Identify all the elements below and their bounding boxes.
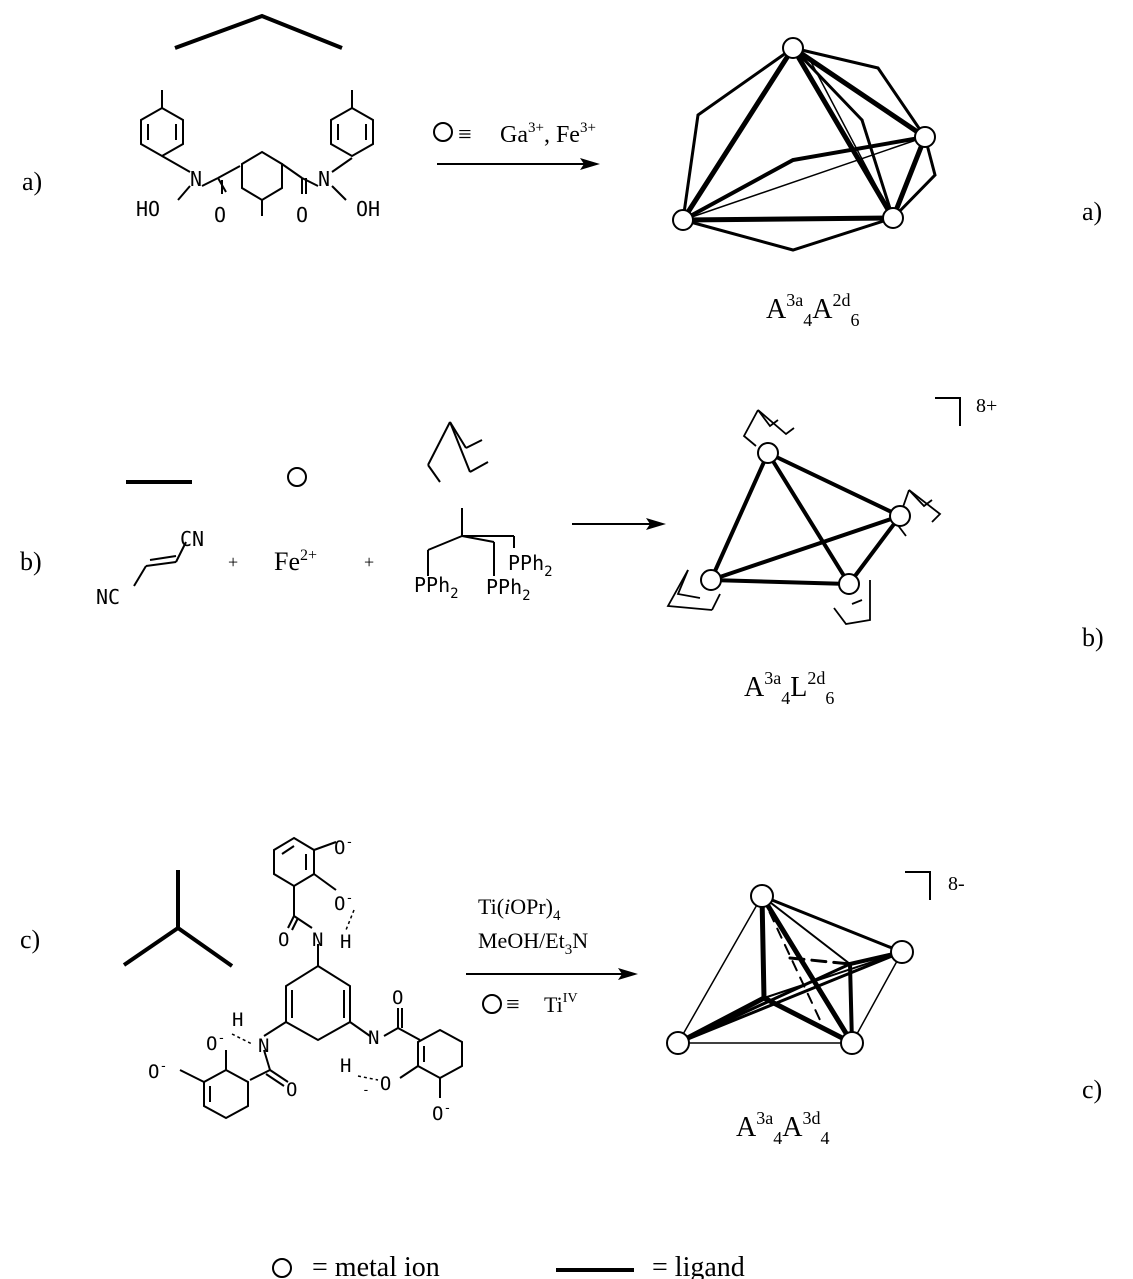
- arrowhead: [618, 968, 638, 980]
- row-c-hbonds: [231, 909, 379, 1081]
- atom-o: O: [214, 203, 226, 227]
- atom-o-minus: O-: [148, 1059, 167, 1083]
- metal-label: TiIV: [544, 991, 578, 1017]
- formula-b: A3a4L2d6: [744, 668, 834, 708]
- row-a-structure-atoms: N HO O O N OH: [136, 167, 380, 227]
- atom-o-minus: O-: [334, 835, 353, 859]
- triphos-structure: [427, 508, 515, 576]
- row-b-label-left: b): [20, 547, 42, 576]
- charge-bracket: [935, 397, 961, 426]
- metal-ion-symbol: [433, 122, 453, 142]
- row-c-ligand-structure: [179, 836, 463, 1120]
- plus-sign: +: [364, 552, 374, 572]
- atom-o: O: [278, 929, 289, 951]
- row-c-atoms: O- O- O N H H O- N O O- O N H -O O-: [148, 835, 451, 1125]
- equiv-symbol: ≡: [458, 122, 472, 148]
- row-c-metal-nodes: [666, 884, 914, 1055]
- atom-pph2: PPh2: [414, 573, 459, 602]
- row-c: c): [20, 835, 1102, 1148]
- atom-h: H: [340, 931, 351, 953]
- atom-ho: HO: [136, 197, 160, 221]
- row-b-tetrahedron: [709, 451, 902, 586]
- atom-n: N: [190, 167, 202, 191]
- metal-ions-label: Ga3+, Fe3+: [500, 120, 596, 148]
- row-b-label-right: b): [1082, 623, 1104, 652]
- atom-h: H: [232, 1009, 243, 1031]
- row-c-label-left: c): [20, 925, 40, 954]
- atom-oh: OH: [356, 197, 380, 221]
- arrowhead: [646, 518, 666, 530]
- atom-o-minus: O-: [206, 1031, 225, 1055]
- atom-pph2: PPh2: [486, 575, 531, 604]
- charge-bracket: [905, 871, 931, 900]
- row-a-metal-nodes: [672, 37, 936, 231]
- fumaronitrile-atoms: CN NC: [96, 527, 204, 609]
- row-c-label-right: c): [1082, 1075, 1102, 1104]
- row-c-ligand-symbol: [122, 870, 234, 968]
- atom-o: O: [392, 987, 403, 1009]
- capping-ligand-symbol: [427, 421, 489, 483]
- iron-ion: Fe2+: [274, 547, 317, 576]
- atom-nc: NC: [96, 585, 120, 609]
- atom-o-minus: O-: [432, 1101, 451, 1125]
- reagent-solvent: MeOH/Et3N: [478, 928, 588, 958]
- triphos-atoms: PPh2 PPh2 PPh2: [414, 551, 553, 604]
- arrowhead: [580, 158, 600, 170]
- formula-a: A3a4A2d6: [766, 290, 859, 330]
- atom-n: N: [312, 929, 323, 951]
- row-a-ligand-symbol: [174, 13, 343, 50]
- legend-ligand-label: = ligand: [652, 1252, 745, 1279]
- atom-o: O: [296, 203, 308, 227]
- row-b-caps: [666, 409, 942, 625]
- atom-o: O: [286, 1079, 297, 1101]
- atom-o-minus: -O: [362, 1073, 391, 1098]
- row-a-label-right: a): [1082, 197, 1102, 226]
- atom-n: N: [368, 1027, 379, 1049]
- fumaronitrile-structure: [133, 541, 187, 587]
- row-a-ligand-structure: [140, 90, 374, 216]
- atom-n: N: [258, 1035, 269, 1057]
- row-c-polyhedron: [675, 893, 904, 1046]
- legend: = metal ion = ligand: [272, 1252, 745, 1279]
- plus-sign: +: [228, 552, 238, 572]
- charge-label: 8+: [976, 395, 997, 417]
- formula-c: A3a4A3d4: [736, 1108, 829, 1148]
- atom-pph2: PPh2: [508, 551, 553, 580]
- atom-cn: CN: [180, 527, 204, 551]
- charge-label: 8-: [948, 873, 965, 895]
- row-a: a): [22, 13, 1102, 330]
- metal-ion-symbol: [287, 467, 307, 487]
- row-a-label-left: a): [22, 167, 42, 196]
- row-b: b) CN NC + Fe2+ +: [20, 395, 1104, 708]
- row-a-polyhedron: [680, 45, 937, 252]
- legend-metal-symbol: [272, 1258, 292, 1278]
- row-b-metal-nodes: [700, 442, 911, 595]
- equiv-symbol: ≡: [506, 992, 520, 1018]
- reagent-ti-isopropoxide: Ti(iOPr)4: [478, 894, 561, 924]
- legend-metal-label: = metal ion: [312, 1252, 440, 1279]
- atom-h: H: [340, 1055, 351, 1077]
- metal-ion-symbol: [482, 994, 502, 1014]
- atom-o-minus: O-: [334, 891, 353, 915]
- atom-n: N: [318, 167, 330, 191]
